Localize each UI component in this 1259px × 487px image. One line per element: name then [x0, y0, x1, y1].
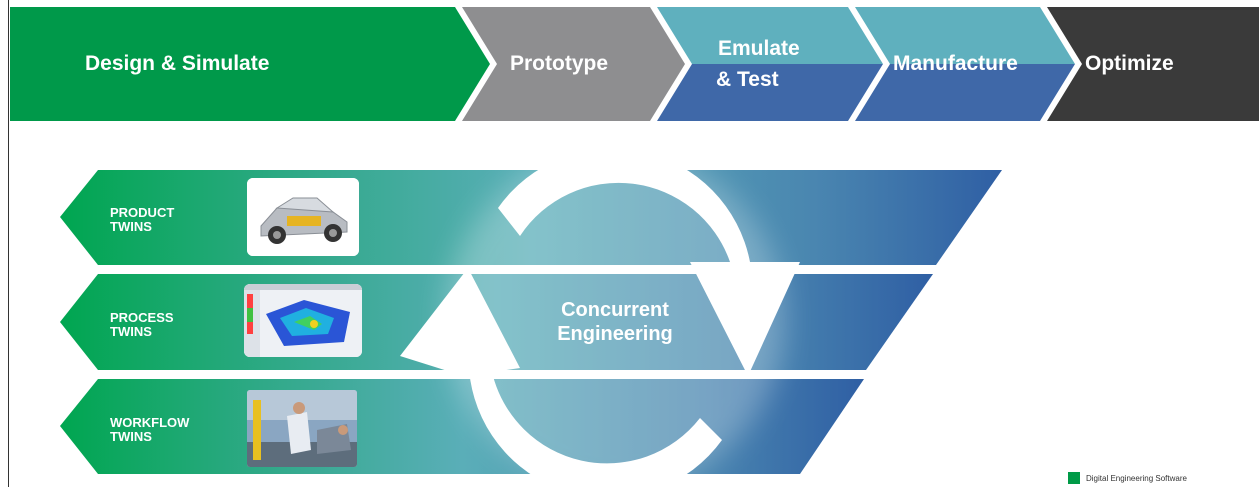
cycle-arrow-top	[498, 148, 800, 376]
product-twins-line2: TWINS	[110, 219, 152, 234]
concurrent-engineering-line2: Engineering	[557, 323, 673, 345]
simulation-screen-icon	[244, 284, 362, 357]
process-twins-label: PROCESS TWINS	[110, 311, 174, 339]
cycle-arrow-bottom	[400, 268, 722, 487]
legend-swatch	[1068, 472, 1080, 484]
process-twins-line2: TWINS	[110, 324, 152, 339]
stage-manufacture-chevron	[855, 7, 1075, 121]
stage-prototype-label: Prototype	[510, 52, 609, 75]
stage-emulate-label-line1: Emulate	[718, 37, 800, 60]
stage-optimize-label: Optimize	[1085, 52, 1174, 75]
product-twins-label: PRODUCT TWINS	[110, 206, 174, 234]
stage-design-label: Design & Simulate	[85, 52, 270, 75]
stage-manufacture-label: Manufacture	[893, 52, 1018, 75]
stage-emulate-chevron	[657, 7, 883, 121]
workflow-twins-line2: TWINS	[110, 429, 152, 444]
stage-prototype-chevron	[462, 7, 685, 121]
stage-design-chevron	[10, 7, 490, 121]
car-chassis-icon	[247, 178, 359, 256]
factory-workers-icon	[247, 390, 357, 467]
stage-optimize-chevron	[1047, 7, 1259, 121]
workflow-twins-label: WORKFLOW TWINS	[110, 416, 189, 444]
left-border-rule	[8, 0, 9, 487]
concurrent-engineering-label: Concurrent Engineering	[520, 298, 710, 346]
process-twins-line1: PROCESS	[110, 310, 174, 325]
cycle-glow	[445, 150, 785, 487]
stage-emulate-label-line2: & Test	[716, 68, 779, 91]
legend-label: Digital Engineering Software	[1086, 473, 1187, 483]
concurrent-engineering-line1: Concurrent	[561, 299, 669, 321]
legend: Digital Engineering Software	[1068, 471, 1187, 485]
workflow-twins-line1: WORKFLOW	[110, 415, 190, 430]
product-twins-line1: PRODUCT	[110, 205, 175, 220]
